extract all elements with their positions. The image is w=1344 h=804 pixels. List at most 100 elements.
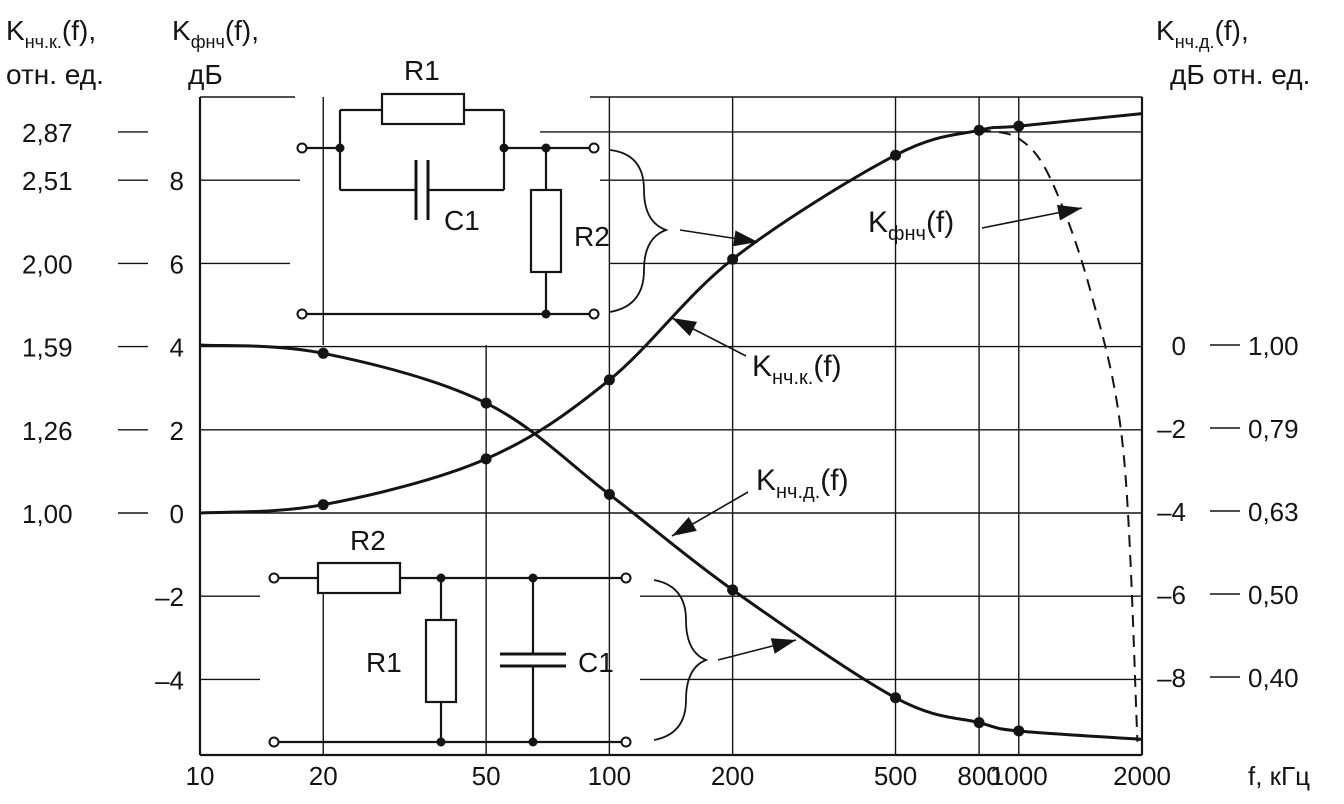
db-axis-title-sub: фнч	[191, 32, 225, 52]
annotation-knchk-main: K	[752, 350, 772, 383]
left-rel-tick-label: 1,26	[22, 416, 73, 446]
db-axis-title-tail: (f),	[225, 15, 259, 46]
series-1-point	[480, 397, 492, 409]
circuit-top-label: C1	[444, 205, 480, 236]
series-0-point	[480, 453, 492, 465]
x-tick-label: 800	[957, 761, 1000, 791]
x-axis-label: f, кГц	[1248, 761, 1310, 791]
right-axis-title-main: K	[1156, 15, 1175, 46]
series-1-point	[973, 717, 985, 729]
series-1-point	[1013, 725, 1025, 737]
x-tick-label: 100	[588, 761, 631, 791]
circuit-top-label: R2	[574, 221, 610, 252]
annotation-knchd-sub: нч.д.	[776, 481, 820, 503]
left-rel-tick-label: 1,59	[22, 333, 73, 363]
right-db-tick-label: –8	[1157, 663, 1186, 693]
circuit-bottom-label: C1	[578, 647, 614, 678]
right-rel-tick-label: 0,40	[1248, 663, 1299, 693]
circuit-top-brace	[609, 149, 669, 313]
db-tick-label: 4	[170, 333, 184, 363]
right-db-tick-label: –2	[1157, 414, 1186, 444]
annotation-knchk-arrow-head	[672, 318, 698, 337]
x-tick-label: 200	[711, 761, 754, 791]
db-axis-title-line2: дБ	[188, 59, 223, 90]
annotation-knchd-tail: (f)	[820, 464, 848, 497]
db-tick-label: 8	[170, 166, 184, 196]
circuit-top-label: R1	[404, 55, 440, 86]
annotation-knchd-main: K	[756, 464, 776, 497]
circuit-top-arrow-head	[733, 230, 758, 247]
series-0-point	[317, 499, 329, 511]
x-tick-label: 500	[874, 761, 917, 791]
left-rel-tick-label: 2,87	[22, 118, 73, 148]
circuit-top-node	[541, 309, 551, 319]
db-axis-title: Kфнч(f),	[172, 15, 259, 52]
circuit-top-r1-resistor	[380, 92, 466, 126]
series-0-point	[603, 374, 615, 386]
series-group	[199, 112, 1143, 742]
x-tick-label: 10	[186, 761, 215, 791]
annotation-kfnch-tail: (f)	[926, 206, 954, 239]
db-tick-label: –2	[155, 582, 184, 612]
circuit-bottom-node	[528, 737, 538, 747]
left-axis-title-sub: нч.к.	[25, 32, 62, 52]
right-rel-tick-label: 0,79	[1248, 414, 1299, 444]
left-rel-tick-label: 2,00	[22, 249, 73, 279]
series-0-point	[890, 149, 902, 161]
circuit-bottom-r1-resistor	[424, 618, 458, 704]
circuit-bottom-brace	[653, 579, 709, 741]
right-axis-title-sub: нч.д.	[1175, 32, 1215, 52]
left-axis-title-main: K	[6, 15, 25, 46]
left-axis-title: Kнч.к.(f),	[6, 15, 96, 52]
series-0-point	[1013, 120, 1025, 132]
db-tick-label: 2	[170, 416, 184, 446]
right-db-tick-label: –6	[1157, 580, 1186, 610]
right-db-tick-label: –4	[1157, 497, 1186, 527]
series-line-1	[199, 343, 1143, 741]
circuit-top-in-terminal	[296, 142, 308, 154]
db-tick-label: –4	[155, 665, 184, 695]
annotation-kfnch: Kфнч(f)	[868, 206, 954, 245]
right-rel-tick-label: 0,63	[1248, 497, 1299, 527]
series-0-point	[727, 253, 739, 265]
left-axis-title-line2: отн. ед.	[6, 59, 104, 90]
annotation-kfnch-arrow-head	[1056, 204, 1082, 221]
circuit-top-out-terminal	[588, 142, 600, 154]
circuit-bottom-label: R1	[366, 647, 402, 678]
x-tick-label: 1000	[990, 761, 1048, 791]
series-1-point	[727, 584, 739, 596]
right-db-tick-label: 0	[1172, 331, 1186, 361]
circuit-bottom-in-terminal	[268, 572, 280, 584]
circuit-top-r2-resistor	[529, 188, 563, 274]
left-rel-tick-label: 1,00	[22, 499, 73, 529]
x-tick-label: 50	[472, 761, 501, 791]
plot-frame	[118, 97, 1240, 757]
x-tick-label: 20	[309, 761, 338, 791]
annotation-knchd: Kнч.д.(f)	[756, 464, 849, 503]
right-rel-tick-label: 1,00	[1248, 331, 1299, 361]
circuit-bottom-arrow-head	[770, 638, 796, 654]
annotation-knchd-arrow-head	[672, 517, 697, 536]
circuit-bottom-gnd-terminal	[268, 736, 280, 748]
right-axis-title-line2: дБ отн. ед.	[1170, 59, 1310, 90]
labels: 2,872,512,001,591,261,0086420–2–40–2–4–6…	[6, 15, 1310, 791]
right-rel-tick-label: 0,50	[1248, 580, 1299, 610]
series-line-2	[978, 129, 1139, 742]
annotation-kfnch-main: K	[868, 206, 888, 239]
left-rel-tick-label: 2,51	[22, 166, 73, 196]
annotation-knchk: Kнч.к.(f)	[752, 350, 842, 389]
left-axis-title-tail: (f),	[62, 15, 96, 46]
circuit-bottom-out-terminal	[620, 572, 632, 584]
db-tick-label: 0	[170, 499, 184, 529]
right-axis-title: Kнч.д.(f),	[1156, 15, 1249, 52]
circuit-top-gnd-out-terminal	[588, 308, 600, 320]
annotation-knchk-tail: (f)	[813, 350, 841, 383]
db-tick-label: 6	[170, 249, 184, 279]
db-axis-title-main: K	[172, 15, 191, 46]
circuit-bottom-r2-resistor	[316, 561, 402, 595]
